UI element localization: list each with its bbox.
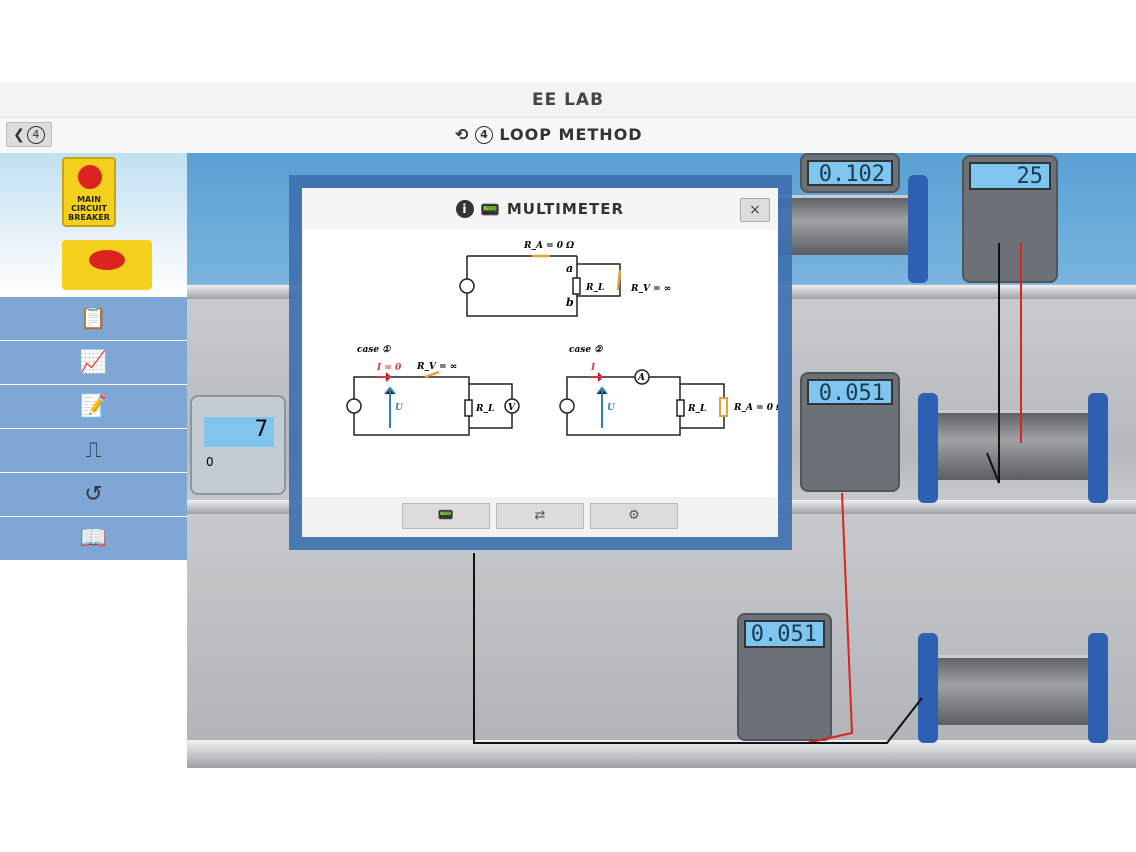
coil-flange: [908, 175, 928, 283]
case2-current: I: [590, 363, 596, 373]
case2-voltage: U: [607, 403, 616, 413]
multimeter[interactable]: 0.102: [800, 153, 900, 193]
tool-sidebar: 📋 📈 📝 ⎍ ↺ 📖: [0, 297, 187, 561]
label-ra-top: R_A = 0 Ω: [523, 241, 574, 251]
multimeter[interactable]: 25: [962, 155, 1058, 283]
coil-flange: [918, 633, 938, 743]
multimeter[interactable]: 0.051: [800, 372, 900, 492]
chevron-left-icon: ❮: [13, 126, 25, 143]
case1-current: I = 0: [376, 363, 402, 373]
manual-book-icon: 📖: [79, 526, 108, 551]
circuit-settings-button[interactable]: ⚙: [590, 503, 678, 529]
graph-icon: 📈: [79, 350, 108, 375]
case1-rv: R_V = ∞: [416, 362, 457, 372]
voltmeter-symbol: V: [508, 403, 516, 413]
case1-rl: R_L: [475, 404, 494, 414]
dialog-header: i 📟 MULTIMETER: [302, 188, 778, 230]
coil-flange: [918, 393, 938, 503]
tool-report-erase[interactable]: 📝: [0, 385, 187, 429]
meter-display: 0.102: [807, 160, 893, 187]
multimeter[interactable]: 0.051: [737, 613, 832, 741]
back-step-number: 4: [26, 125, 45, 144]
shelf: [187, 740, 1136, 768]
tool-report-edit[interactable]: 📋: [0, 297, 187, 341]
tool-reset[interactable]: ↺: [0, 473, 187, 517]
probe-mode-button[interactable]: 📟: [402, 503, 490, 529]
circuit-settings-icon: ⚙: [628, 508, 640, 523]
reset-icon: ↺: [84, 482, 103, 507]
supply-small-display: 0: [206, 455, 214, 469]
wires: [473, 243, 1022, 744]
multimeter-icon: 📟: [479, 199, 501, 219]
power-supply[interactable]: 7 0: [190, 395, 286, 495]
resistor-coil: [935, 410, 1095, 480]
resistor-coil: [770, 195, 910, 255]
rotate-icon: ⟲: [455, 125, 470, 144]
main-circuit-breaker-sign: MAIN CIRCUIT BREAKER: [62, 157, 116, 227]
subtitle-bar: [0, 118, 1136, 153]
meter-display: 0.051: [807, 379, 893, 406]
supply-display: 7: [204, 417, 274, 447]
dialog-footer: 📟 ⇄ ⚙: [302, 497, 778, 537]
back-button[interactable]: ❮4: [6, 122, 52, 147]
ammeter-symbol: A: [637, 373, 645, 383]
page-title-label: LOOP METHOD: [499, 125, 643, 144]
step-number: 4: [475, 125, 494, 144]
page-title: ⟲ 4 LOOP METHOD: [455, 125, 643, 144]
circuit-icon: ⎍: [85, 438, 102, 463]
multimeter-dialog: i 📟 MULTIMETER × R_A = 0 Ω a b R_L R_V =…: [302, 188, 778, 537]
coil-flange: [1088, 633, 1108, 743]
coil-flange: [1088, 393, 1108, 503]
circuit-diagram: R_A = 0 Ω a b R_L R_V = ∞ case ① I = 0 R…: [346, 241, 778, 436]
case1-voltage: U: [395, 403, 404, 413]
case1-label: case ①: [357, 345, 391, 355]
label-rv: R_V = ∞: [630, 284, 671, 294]
multimeter-swap-icon: ⇄: [534, 508, 546, 523]
swap-mode-button[interactable]: ⇄: [496, 503, 584, 529]
meter-display: 25: [969, 162, 1051, 190]
meter-display: 0.051: [744, 620, 825, 648]
tool-circuit[interactable]: ⎍: [0, 429, 187, 473]
close-button[interactable]: ×: [740, 198, 770, 222]
breaker-base: [62, 240, 152, 290]
label-rl: R_L: [585, 283, 604, 293]
case2-rl: R_L: [687, 404, 706, 414]
clipboard-edit-icon: 📋: [79, 306, 108, 331]
info-icon[interactable]: i: [455, 200, 474, 218]
node-a: a: [566, 262, 573, 275]
tool-manual[interactable]: 📖: [0, 517, 187, 561]
app-title: EE LAB: [0, 82, 1136, 118]
breaker-button[interactable]: [89, 250, 125, 270]
clipboard-eraser-icon: 📝: [79, 394, 108, 419]
dialog-title: MULTIMETER: [506, 200, 625, 218]
case2-ra: R_A = 0 Ω: [733, 403, 778, 413]
node-b: b: [566, 296, 574, 309]
case2-label: case ②: [569, 345, 603, 355]
tool-graph[interactable]: 📈: [0, 341, 187, 385]
multimeter-probe-icon: 📟: [437, 508, 455, 523]
resistor-coil: [935, 655, 1095, 725]
